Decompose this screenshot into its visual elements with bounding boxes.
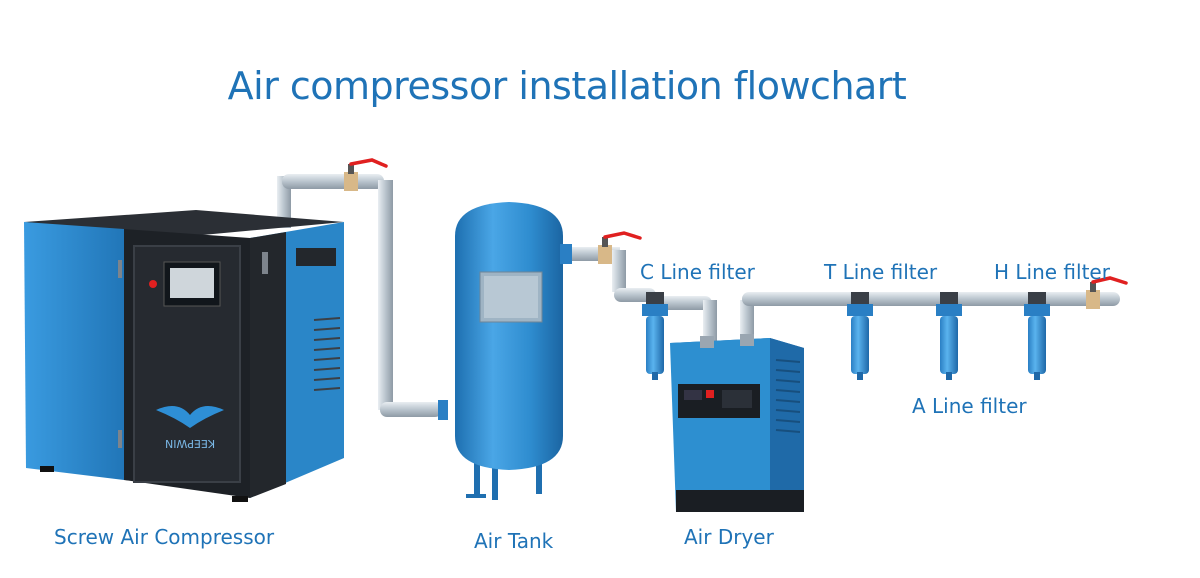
brand-logo: KEEPWIN (165, 437, 215, 450)
label-h-line-filter: H Line filter (994, 260, 1110, 284)
pipe-dryer-to-line-filters (740, 292, 1120, 344)
valve-compressor-outlet (344, 158, 388, 191)
air-tank (438, 202, 572, 500)
h-line-filter-unit (1024, 292, 1050, 380)
label-air-tank: Air Tank (474, 529, 554, 553)
screw-air-compressor: KEEPWIN (24, 210, 344, 502)
label-a-line-filter: A Line filter (912, 394, 1027, 418)
air-dryer (670, 334, 804, 512)
label-c-line-filter: C Line filter (640, 260, 755, 284)
pipe-compressor-to-tank (277, 174, 442, 417)
page-title: Air compressor installation flowchart (227, 64, 907, 108)
label-air-dryer: Air Dryer (684, 525, 774, 549)
a-line-filter-unit (936, 292, 962, 380)
t-line-filter-unit (847, 292, 873, 380)
label-screw-air-compressor: Screw Air Compressor (54, 525, 275, 549)
valve-tank-outlet (598, 231, 642, 264)
pipe-c-filter-to-dryer (656, 296, 717, 344)
valve-line-outlet (1086, 276, 1128, 309)
c-line-filter-unit (642, 292, 668, 380)
label-t-line-filter: T Line filter (824, 260, 938, 284)
